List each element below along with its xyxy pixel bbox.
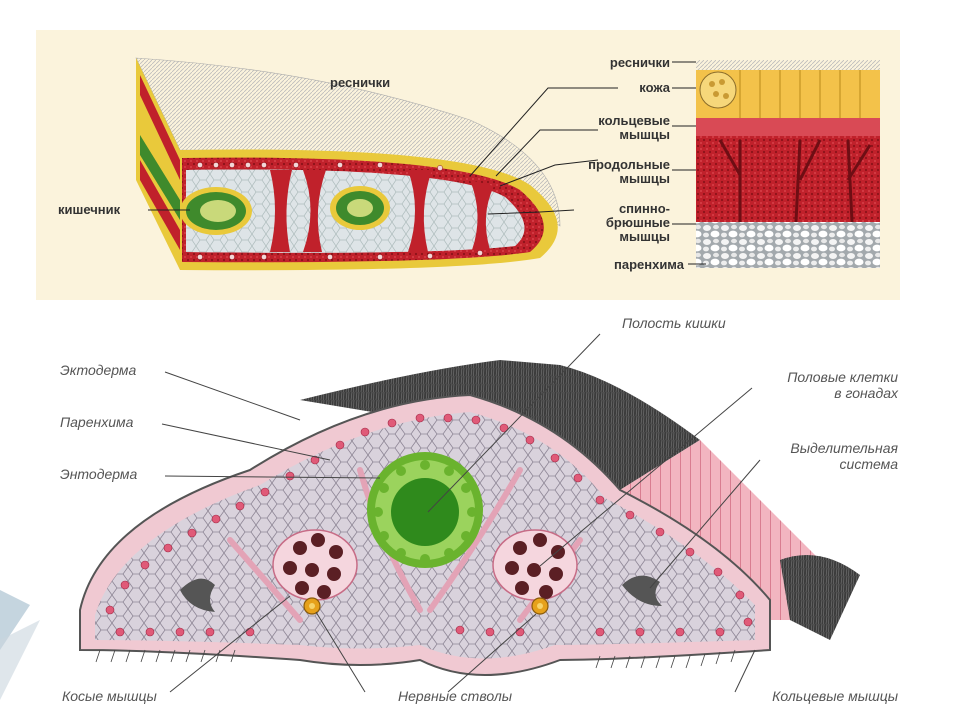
label-ectoderm: Эктодерма (60, 362, 137, 378)
label-circular-muscles: кольцевые мышцы (598, 113, 670, 142)
ventral-cilia-edge (780, 555, 860, 640)
germ-cells-right (505, 533, 565, 599)
side-intestine-layer (140, 135, 180, 220)
intestine-left-lumen (200, 200, 236, 222)
detail-block (696, 60, 880, 268)
page-corner-decoration (0, 590, 30, 650)
detail-circular-muscles (696, 118, 880, 136)
side-muscle-layer-2 (140, 160, 180, 250)
label-intestine: кишечник (58, 202, 121, 217)
label-gut-cavity: Полость кишки (622, 315, 726, 331)
label-cilia: реснички (609, 55, 670, 70)
excretory-left (180, 578, 215, 612)
label-endoderm: Энтодерма (60, 466, 138, 482)
nerve-trunk-right-core (537, 603, 543, 609)
label-oblique-muscles: Косые мышцы (62, 688, 157, 704)
germ-cells-left (283, 533, 343, 599)
side-muscle-layer-1 (140, 75, 180, 180)
dv-muscle-1 (270, 170, 292, 252)
intestine-center-lumen (347, 199, 373, 217)
muscle-band-dots (105, 413, 753, 637)
label-circular-muscles-bottom: Кольцевые мышцы (772, 688, 898, 704)
detail-dv-fibers (718, 139, 872, 223)
label-excretory-system: Выделительная система (790, 440, 898, 472)
gut-cavity (391, 478, 459, 546)
top-leader-lines (148, 61, 706, 265)
bottom-diagram (79, 333, 860, 693)
label-longitudinal-muscles: продольные мышцы (588, 157, 670, 186)
bottom-leader-lines (161, 333, 761, 693)
label-skin: кожа (639, 80, 670, 95)
dv-muscle-2 (303, 170, 326, 252)
label-germ-cells: Половые клетки в гонадах (787, 369, 898, 401)
label-dorsoventral-muscles: спинно- брюшные мышцы (605, 201, 670, 244)
detail-cilia (696, 60, 880, 70)
label-nerve-trunks: Нервные стволы (398, 688, 513, 704)
circular-muscle-tube (620, 440, 820, 620)
page-corner-decoration-2 (0, 620, 40, 700)
ventral-cilia (95, 649, 736, 669)
excretory-right (622, 575, 662, 606)
muscle-cell-dots (197, 162, 483, 260)
label-parenchyma-bottom: Паренхима (60, 414, 134, 430)
detail-skin-cell (699, 71, 737, 109)
detail-parenchyma (696, 222, 880, 268)
gut-cell-ring (373, 460, 477, 564)
label-parenchyma-top: паренхима (613, 257, 684, 272)
dv-muscle-3 (408, 170, 432, 252)
nerve-trunk-left-core (309, 603, 315, 609)
label-cilia-center: реснички (330, 75, 391, 90)
dv-muscle-4 (470, 180, 494, 250)
top-diagram (36, 30, 900, 300)
